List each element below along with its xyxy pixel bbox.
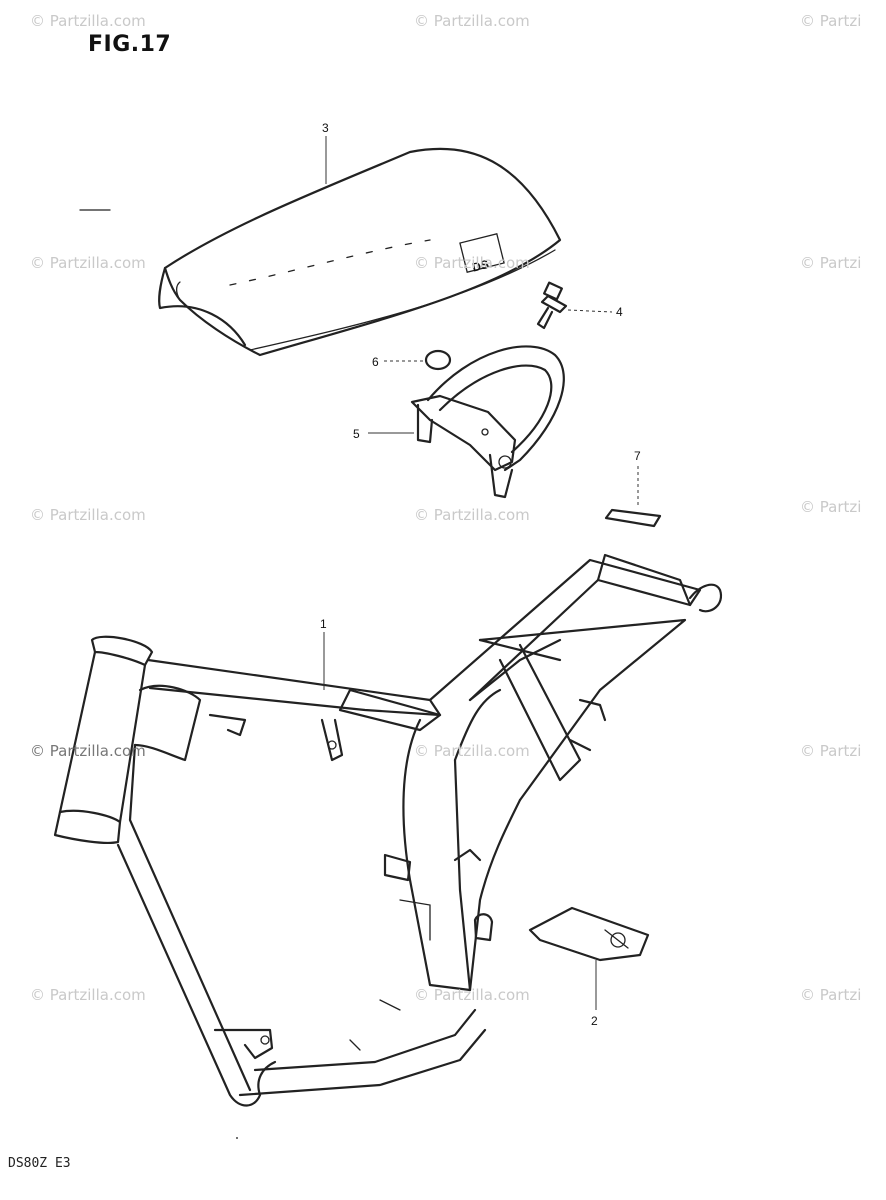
watermark: © Partzilla.com xyxy=(30,254,146,272)
bolt-icon[interactable] xyxy=(536,281,568,330)
callout-7[interactable]: 7 xyxy=(634,449,641,463)
watermark: © Partzilla.com xyxy=(414,12,530,30)
watermark: © Partzilla.com xyxy=(30,742,146,760)
watermark: © Partzi xyxy=(800,986,862,1004)
seat-logo: DS xyxy=(471,257,491,275)
callout-2[interactable]: 2 xyxy=(591,1014,598,1028)
watermark: © Partzilla.com xyxy=(30,12,146,30)
seat-bracket-icon[interactable] xyxy=(410,345,565,499)
watermark: © Partzilla.com xyxy=(414,506,530,524)
footer-code: DS80Z E3 xyxy=(8,1156,71,1171)
watermark: © Partzilla.com xyxy=(414,742,530,760)
watermark: © Partzi xyxy=(800,254,862,272)
callout-6[interactable]: 6 xyxy=(372,355,379,369)
callout-4[interactable]: 4 xyxy=(616,305,623,319)
watermark: © Partzi xyxy=(800,498,862,516)
watermark: © Partzilla.com xyxy=(30,986,146,1004)
callout-3[interactable]: 3 xyxy=(322,121,329,135)
watermark: © Partzilla.com xyxy=(414,254,530,272)
pad-icon[interactable] xyxy=(604,508,662,528)
callout-5[interactable]: 5 xyxy=(353,427,360,441)
watermark: © Partzi xyxy=(800,742,862,760)
watermark: © Partzilla.com xyxy=(414,986,530,1004)
watermark: © Partzilla.com xyxy=(30,506,146,524)
frame-cover-plate-icon[interactable] xyxy=(528,906,650,962)
cushion-icon[interactable] xyxy=(424,349,452,371)
frame-icon[interactable] xyxy=(53,553,723,1107)
callout-1[interactable]: 1 xyxy=(320,617,327,631)
figure-title: FIG.17 xyxy=(88,32,172,57)
watermark: © Partzi xyxy=(800,12,862,30)
seat-icon[interactable] xyxy=(158,147,562,357)
